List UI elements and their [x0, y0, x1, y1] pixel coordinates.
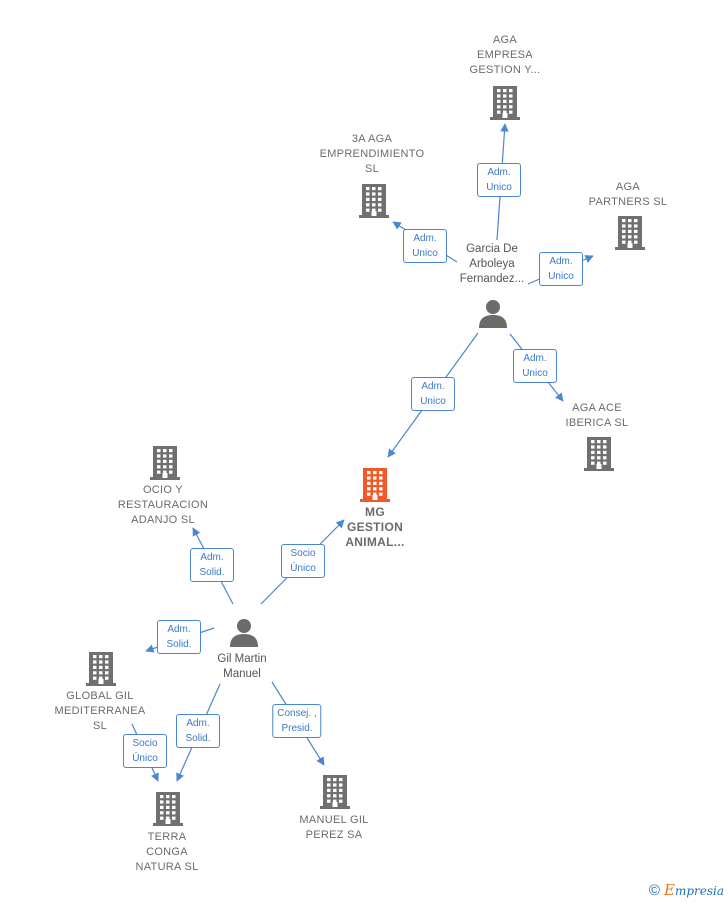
- company-label: AGA PARTNERS SL: [588, 181, 668, 208]
- building-icon: [150, 446, 180, 480]
- building-icon: [615, 216, 645, 250]
- company-label: MANUEL GIL PEREZ SA: [299, 814, 369, 841]
- company-label: MG GESTION ANIMAL...: [345, 505, 405, 549]
- company-label: AGA EMPRESA GESTION Y...: [469, 34, 541, 76]
- building-icon: [359, 184, 389, 218]
- building-icon: [320, 775, 350, 809]
- relation-label[interactable]: Socio Único: [123, 734, 167, 768]
- relation-label[interactable]: Adm. Unico: [539, 252, 583, 286]
- relation-label[interactable]: Adm. Unico: [403, 229, 447, 263]
- company-label: 3A AGA EMPRENDIMIENTO SL: [319, 133, 425, 175]
- building-icon: [490, 86, 520, 120]
- company-label: TERRA CONGA NATURA SL: [135, 831, 199, 873]
- relation-label[interactable]: Adm. Unico: [477, 163, 521, 197]
- relation-label[interactable]: Adm. Solid.: [176, 714, 220, 748]
- relation-label[interactable]: Adm. Solid.: [157, 620, 201, 654]
- relation-label[interactable]: Adm. Solid.: [190, 548, 234, 582]
- company-label: AGA ACE IBERICA SL: [565, 402, 629, 429]
- person-icon: [230, 619, 258, 647]
- building-icon: [153, 792, 183, 826]
- copyright-icon: ©: [648, 882, 660, 899]
- person-icon: [479, 300, 507, 328]
- relation-label[interactable]: Adm. Unico: [411, 377, 455, 411]
- company-label: OCIO Y RESTAURACION ADANJO SL: [117, 484, 209, 526]
- brand-initial: E: [663, 881, 675, 899]
- relation-label[interactable]: Socio Único: [281, 544, 325, 578]
- person-label: Garcia De Arboleya Fernandez...: [459, 243, 525, 285]
- building-icon: [86, 652, 116, 686]
- building-icon: [360, 468, 390, 502]
- person-label: Gil Martin Manuel: [217, 653, 267, 680]
- relation-label[interactable]: Consej. , Presid.: [272, 704, 322, 738]
- brand-name: mpresia: [674, 884, 724, 898]
- building-icon: [584, 437, 614, 471]
- relation-label[interactable]: Adm. Unico: [513, 349, 557, 383]
- company-label: GLOBAL GIL MEDITERRANEA SL: [54, 690, 146, 732]
- footer-brand[interactable]: ©Empresia: [649, 881, 724, 899]
